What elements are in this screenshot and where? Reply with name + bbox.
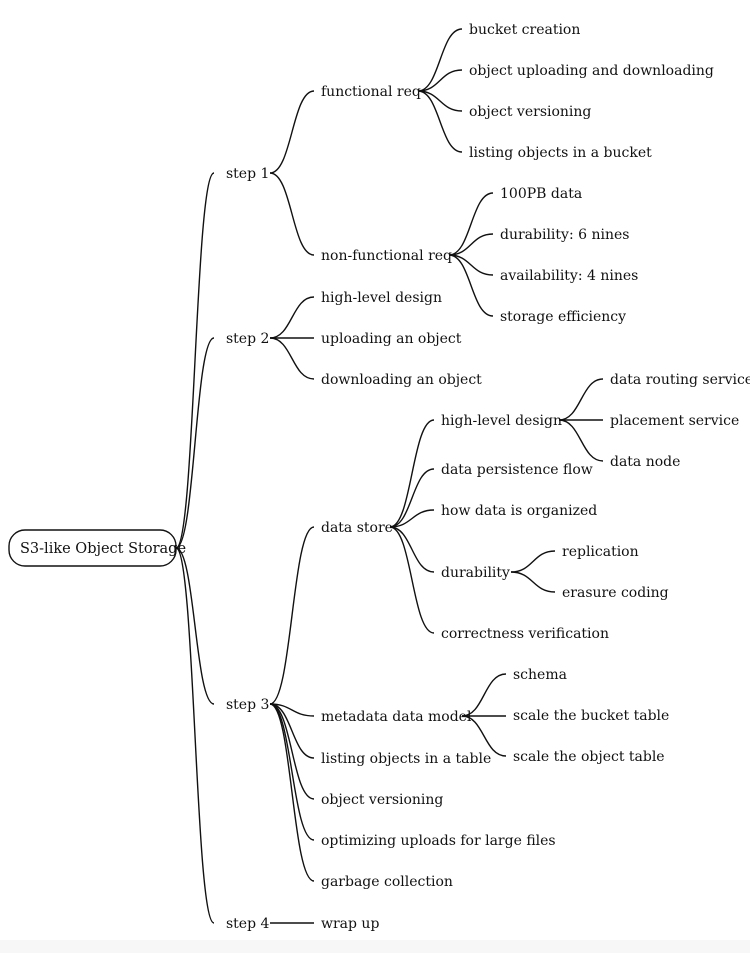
connector-edge xyxy=(558,419,604,462)
connector-edge xyxy=(269,296,315,339)
connector-edge xyxy=(269,703,315,841)
node-step-3: step 3 xyxy=(226,697,269,713)
footer-band xyxy=(0,940,750,953)
node-100pb-data: 100PB data xyxy=(500,186,582,202)
node-data-persistence-flow: data persistence flow xyxy=(441,462,593,478)
node-uploading-an-object: uploading an object xyxy=(321,331,462,347)
connector-edge xyxy=(175,172,215,549)
root-node-box xyxy=(8,529,177,567)
node-scale-object-table: scale the object table xyxy=(513,749,665,765)
node-durability-6-nines: durability: 6 nines xyxy=(500,227,629,243)
connector-edge xyxy=(389,526,435,573)
connector-edge xyxy=(269,172,315,256)
node-wrap-up: wrap up xyxy=(321,916,379,932)
node-functional-req: functional req xyxy=(321,84,421,100)
connector-edge xyxy=(461,673,507,717)
connector-edge xyxy=(389,468,435,528)
node-step-2: step 2 xyxy=(226,331,269,347)
node-how-data-is-organized: how data is organized xyxy=(441,503,597,519)
connector-edge xyxy=(269,526,315,705)
node-availability-4-nines: availability: 4 nines xyxy=(500,268,638,284)
connector-edge xyxy=(417,69,463,92)
node-metadata-data-model: metadata data model xyxy=(321,709,472,725)
node-correctness-verification: correctness verification xyxy=(441,626,609,642)
node-listing-objects-table: listing objects in a table xyxy=(321,751,491,767)
connector-edge xyxy=(448,192,494,256)
node-non-functional-req: non-functional req xyxy=(321,248,452,264)
node-schema: schema xyxy=(513,667,567,683)
connector-edge xyxy=(175,547,215,924)
root-node-label: S3-like Object Storage xyxy=(20,541,186,557)
node-listing-objects-bucket: listing objects in a bucket xyxy=(469,145,652,161)
connector-edge xyxy=(461,715,507,757)
node-durability: durability xyxy=(441,565,510,581)
node-object-versioning-req: object versioning xyxy=(469,104,591,120)
node-data-store: data store xyxy=(321,520,393,536)
node-data-routing-service: data routing service xyxy=(610,372,750,388)
connector-edge xyxy=(269,90,315,174)
node-step-4: step 4 xyxy=(226,916,270,932)
edges xyxy=(175,28,604,924)
connector-edge xyxy=(510,571,556,593)
connector-edge xyxy=(269,703,315,759)
connector-edge xyxy=(175,547,215,705)
node-optimizing-uploads: optimizing uploads for large files xyxy=(321,833,556,849)
node-data-node: data node xyxy=(610,454,680,470)
connector-edge xyxy=(558,378,604,421)
node-storage-efficiency: storage efficiency xyxy=(500,309,626,325)
connector-edge xyxy=(448,233,494,256)
connector-edge xyxy=(510,550,556,573)
connector-edge xyxy=(417,90,463,153)
node-object-uploading-downloading: object uploading and downloading xyxy=(469,63,714,79)
connector-edge xyxy=(269,703,315,800)
node-object-versioning: object versioning xyxy=(321,792,443,808)
connector-edge xyxy=(389,509,435,528)
connector-edge xyxy=(389,526,435,634)
node-data-store-high-level-design: high-level design xyxy=(441,413,562,429)
node-step-1: step 1 xyxy=(226,166,269,182)
connector-edge xyxy=(448,254,494,317)
node-downloading-an-object: downloading an object xyxy=(321,372,482,388)
connector-edge xyxy=(389,419,435,528)
connector-edge xyxy=(175,337,215,549)
node-scale-bucket-table: scale the bucket table xyxy=(513,708,669,724)
node-placement-service: placement service xyxy=(610,413,739,429)
node-replication: replication xyxy=(562,544,639,560)
node-garbage-collection: garbage collection xyxy=(321,874,453,890)
connector-edge xyxy=(269,337,315,380)
node-step2-high-level-design: high-level design xyxy=(321,290,442,306)
connector-edge xyxy=(417,28,463,92)
connector-edge xyxy=(269,703,315,882)
node-erasure-coding: erasure coding xyxy=(562,585,669,601)
node-bucket-creation: bucket creation xyxy=(469,22,580,38)
